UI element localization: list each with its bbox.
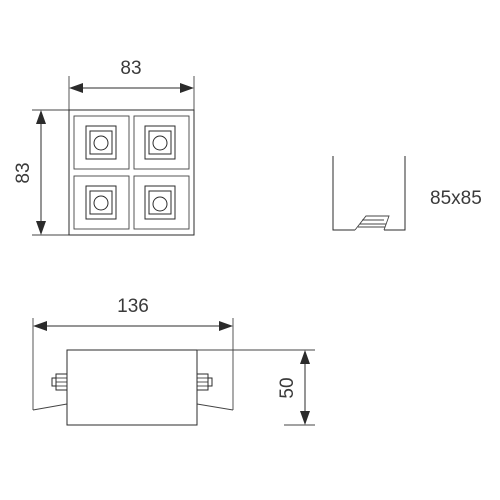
housing-body xyxy=(66,349,198,426)
top-height-dimension: 83 xyxy=(13,109,69,236)
top-width-dimension: 83 xyxy=(68,58,195,110)
top-view: 83 83 xyxy=(13,58,195,236)
lens-icon xyxy=(93,195,109,211)
right-screw xyxy=(196,373,213,391)
side-width-label: 136 xyxy=(117,296,149,317)
top-height-label: 83 xyxy=(13,162,34,183)
top-width-label: 83 xyxy=(120,58,141,79)
cutout-size-label: 85x85 xyxy=(430,188,482,209)
spot-cell-bottom-right xyxy=(133,175,190,230)
side-height-dimension: 50 xyxy=(197,349,315,426)
side-height-label: 50 xyxy=(277,377,298,398)
lens-icon xyxy=(93,135,109,151)
spot-cell-top-left xyxy=(73,115,130,170)
right-clip xyxy=(196,403,234,411)
spot-cell-bottom-left xyxy=(73,175,130,230)
left-screw xyxy=(51,373,68,391)
side-width-dimension: 136 xyxy=(32,296,234,410)
ceiling-cutout: 85x85 xyxy=(332,156,482,231)
lens-icon xyxy=(152,196,168,212)
left-clip xyxy=(32,403,68,411)
housing-outline xyxy=(68,109,195,236)
spot-cell-top-right xyxy=(133,115,190,170)
lens-icon xyxy=(152,135,168,151)
side-view: 136 xyxy=(32,296,315,426)
